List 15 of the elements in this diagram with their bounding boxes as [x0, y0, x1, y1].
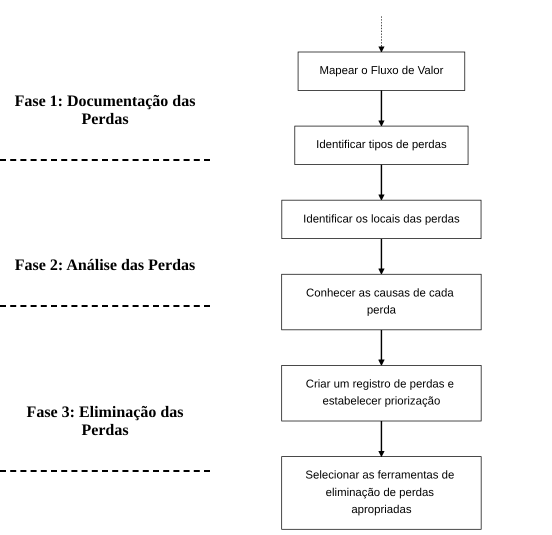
- arrow: [378, 238, 384, 275]
- node-box: Conhecer as causas de cada perda: [280, 274, 482, 330]
- phase-label: Fase 3: Eliminação das Perdas: [0, 374, 210, 472]
- arrow: [378, 16, 384, 52]
- arrow: [378, 90, 384, 126]
- node-box: Mapear o Fluxo de Valor: [297, 52, 465, 91]
- arrow: [378, 421, 384, 457]
- arrow: [378, 164, 384, 200]
- node-box: Identificar os locais das perdas: [281, 200, 481, 239]
- phase-label: Fase 1: Documentação das Perdas: [0, 63, 210, 162]
- node-box: Selecionar as ferramentas de eliminação de perdas apropriadas: [280, 456, 482, 530]
- node-box: Criar um registro de perdas e estabelecer priorização: [280, 365, 482, 422]
- node-box: Identificar tipos de perdas: [294, 126, 468, 165]
- phase-label: Fase 2: Análise das Perdas: [0, 227, 210, 308]
- arrow: [378, 330, 384, 366]
